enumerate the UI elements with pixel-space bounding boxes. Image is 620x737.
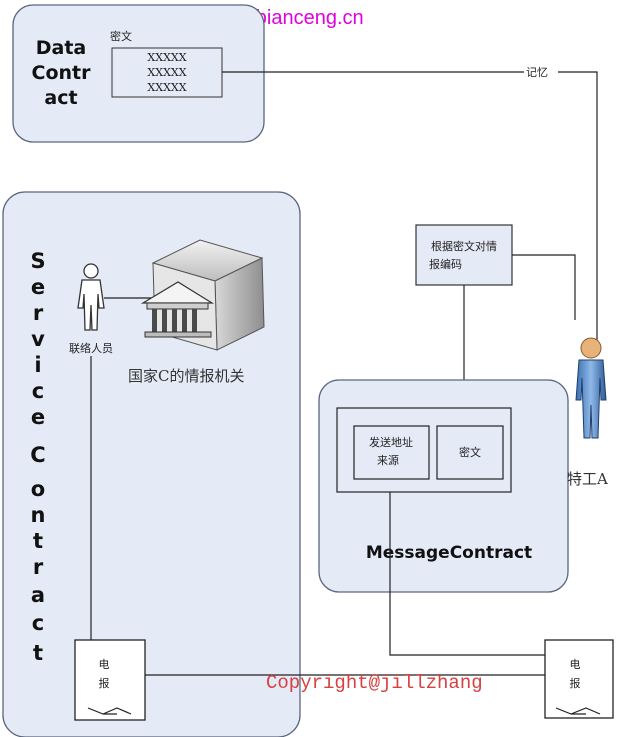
left-telegram-box: 电 报: [74, 639, 146, 721]
copyright-text: Copyright@jillzhang: [266, 672, 483, 694]
sc-char-13: c: [32, 611, 44, 635]
agency-building-icon: [140, 239, 265, 351]
sc-char-3: v: [31, 327, 45, 351]
encode-agent-connector: [512, 254, 576, 320]
cipher-row-2: XXXXX: [147, 66, 186, 79]
cipher-table: [111, 47, 223, 98]
cipher-row-1: XXXXX: [147, 51, 186, 64]
sc-char-0: S: [30, 249, 45, 273]
sc-char-6: e: [31, 405, 45, 429]
encode-line2: 报编码: [429, 257, 462, 271]
liaison-person-icon: [77, 263, 105, 331]
sender-line1: 发送地址: [369, 435, 413, 449]
liaison-label: 联络人员: [69, 341, 113, 355]
message-cipher-label: 密文: [459, 445, 481, 459]
sc-char-2: r: [33, 301, 44, 325]
service-contract-title: S e r v i c e C o n t r a c t: [30, 249, 45, 665]
sc-char-4: i: [34, 353, 41, 377]
agent-person-icon: [575, 337, 607, 439]
sc-char-12: a: [31, 583, 45, 607]
sc-char-14: t: [33, 641, 43, 665]
memory-label: 记忆: [526, 66, 548, 79]
sc-char-5: c: [32, 379, 44, 403]
sender-line2: 来源: [377, 453, 399, 467]
data-contract-panel: Data Contr act 密文 XXXXX XXXXX XXXXX: [12, 4, 265, 143]
cipher-row-3: XXXXX: [147, 81, 186, 94]
sc-char-9: n: [31, 503, 46, 527]
message-telegram-connector: [389, 492, 545, 656]
right-telegram-line1: 电: [570, 658, 581, 671]
encode-box: 根据密文对情 报编码: [415, 224, 513, 286]
agent-label: 特工A: [567, 470, 608, 488]
agency-label: 国家C的情报机关: [128, 367, 244, 385]
memory-connector: 记忆: [222, 66, 598, 345]
right-telegram-line2: 报: [570, 676, 581, 690]
data-contract-cipher-label: 密文: [110, 29, 132, 43]
data-contract-title-2: Contr: [32, 62, 92, 84]
sc-char-1: e: [31, 275, 45, 299]
left-telegram-line2: 报: [99, 676, 110, 690]
left-telegram-line1: 电: [99, 658, 110, 671]
sc-char-8: o: [31, 477, 45, 501]
sender-box: [353, 425, 430, 480]
right-telegram-box: 电 报: [544, 639, 614, 719]
message-cipher-box: [436, 425, 504, 480]
data-contract-title-3: act: [44, 87, 77, 109]
data-contract-title-1: Data: [36, 37, 87, 59]
message-contract-title: MessageContract: [366, 543, 532, 563]
encode-line1: 根据密文对情: [431, 239, 497, 253]
sc-char-10: t: [33, 529, 43, 553]
sc-char-7: C: [30, 443, 45, 467]
message-contract-panel: 发送地址 来源 密文 MessageContract: [318, 379, 569, 593]
sc-char-11: r: [33, 555, 44, 579]
